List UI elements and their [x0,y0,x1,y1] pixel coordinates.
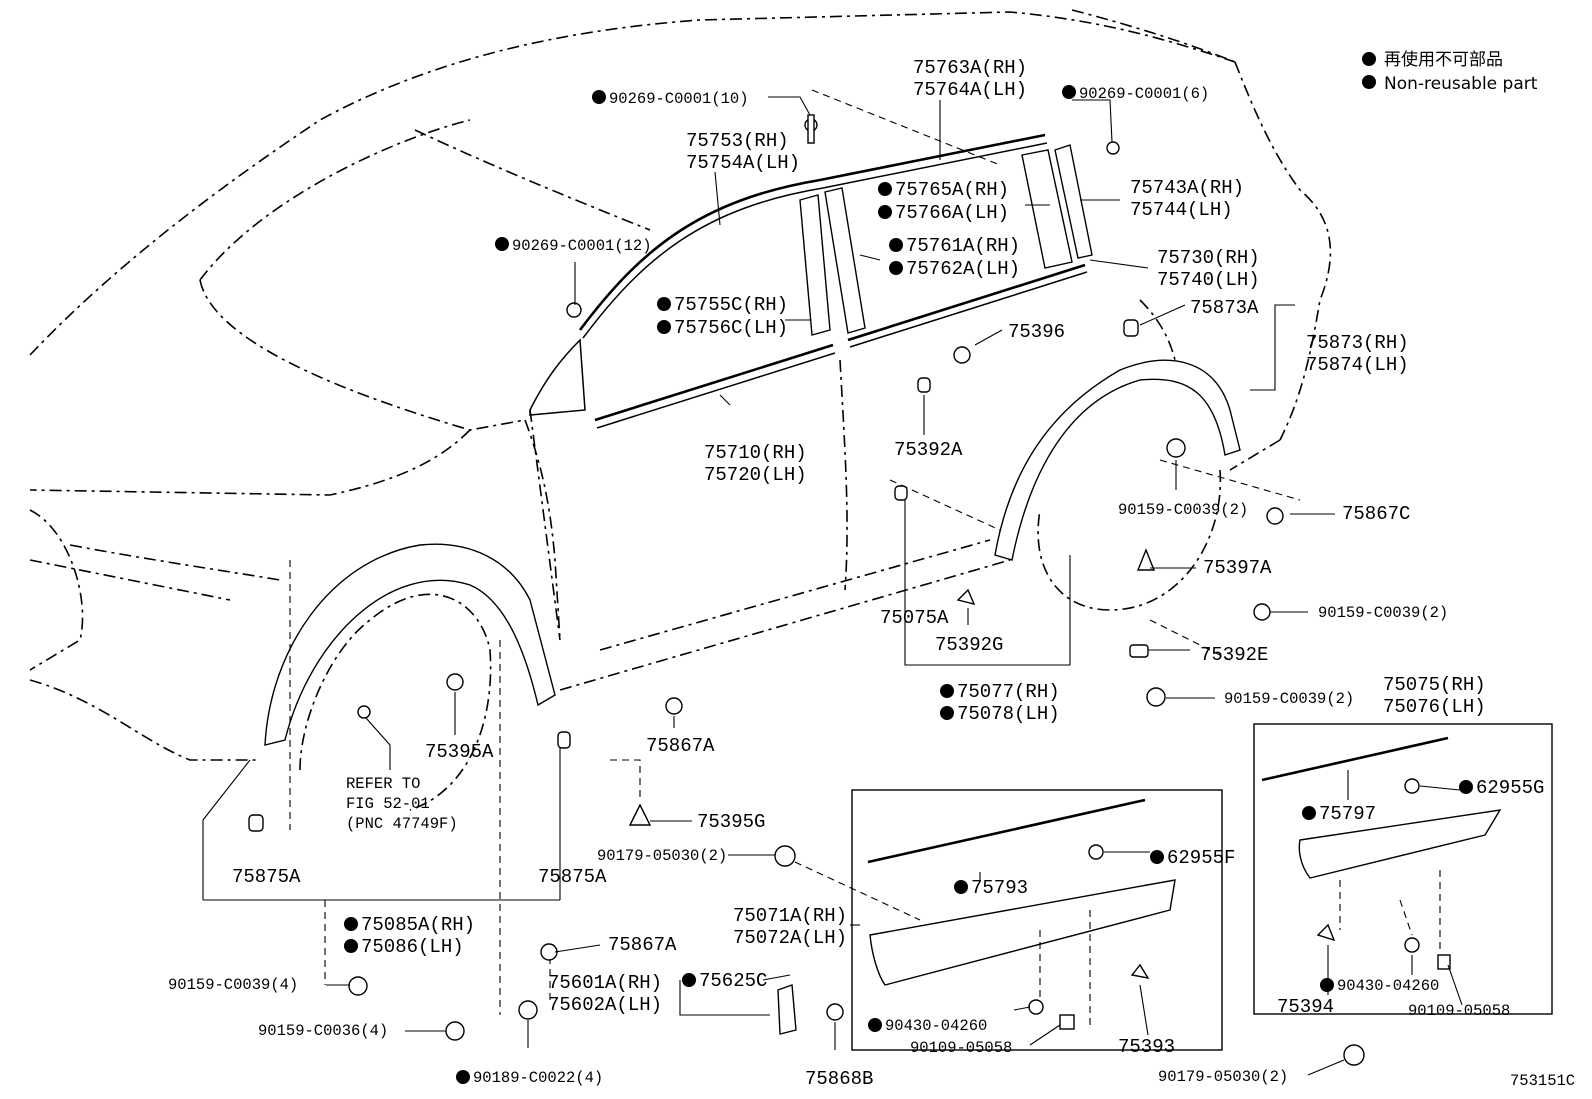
label-75867c: 75867C [1342,503,1410,525]
label-75396: 75396 [1008,321,1065,343]
label-90159-c0036-4: 90159-C0036(4) [258,1022,388,1040]
belt-molding-rear [847,263,1086,342]
label-75393: 75393 [1118,1036,1175,1058]
rocker-molding-main [869,879,1176,986]
label-refer-line1: REFER TO [346,775,420,793]
label-75797: 75797 [1319,803,1376,825]
quarter-window-molding [1054,144,1093,259]
label-75762a: 75762A(LH) [906,258,1020,280]
label-75761a: 75761A(RH) [906,235,1020,257]
label-62955f: 62955F [1167,847,1235,869]
label-75766a: 75766A(LH) [895,202,1009,224]
belt-molding-front [594,343,834,422]
wheel-arch-moldings [264,359,1241,746]
label-90430-04260-mid: 90430-04260 [885,1017,987,1035]
label-75740: 75740(LH) [1157,269,1260,291]
label-75392e: 75392E [1200,644,1268,666]
detail-box-middle [851,789,1223,1051]
label-75720: 75720(LH) [704,464,807,486]
callout-labels: 90269-C0001(10) 75763A(RH) 75764A(LH) 90… [168,57,1544,1090]
label-90430-04260-right: 90430-04260 [1337,977,1439,995]
label-75077: 75077(RH) [957,681,1060,703]
label-75755c: 75755C(RH) [674,294,788,316]
label-90269-c0001-10: 90269-C0001(10) [609,90,749,108]
label-90159-c0039-2-c: 90159-C0039(2) [1224,690,1354,708]
label-90179-05030-2-bottom: 90179-05030(2) [1158,1068,1288,1086]
label-75071a: 75071A(RH) [733,905,847,927]
label-75625c: 75625C [699,970,767,992]
label-75764a: 75764A(LH) [913,79,1027,101]
label-75763a: 75763A(RH) [913,57,1027,79]
label-75753: 75753(RH) [686,130,789,152]
label-75075: 75075(RH) [1383,674,1486,696]
label-75793: 75793 [971,877,1028,899]
rocker-molding-strip-75793 [867,798,1146,864]
legend-line2: Non-reusable part [1384,74,1538,94]
vehicle-outline [29,9,1332,811]
label-75394: 75394 [1277,996,1334,1018]
label-75085a: 75085A(RH) [361,914,475,936]
label-75875a-right: 75875A [538,866,607,888]
label-90109-05058-mid: 90109-05058 [910,1039,1012,1057]
label-75873a: 75873A [1190,297,1259,319]
label-75602a: 75602A(LH) [548,994,662,1016]
label-90159-c0039-2-b: 90159-C0039(2) [1318,604,1448,622]
rocker-panels [851,723,1553,1051]
label-75875a-left: 75875A [232,866,301,888]
label-75710: 75710(RH) [704,442,807,464]
label-90159-c0039-4: 90159-C0039(4) [168,976,298,994]
pillar-garnish-mid [824,187,866,334]
label-75867a-bottom: 75867A [608,934,677,956]
roof-drip-molding [578,133,1046,331]
label-refer-line2: FIG 52-01 [346,795,430,813]
rocker-molding-rear [1298,809,1502,879]
fasteners [248,114,1451,1066]
label-90269-c0001-12: 90269-C0001(12) [512,237,652,255]
rear-wheel-arch-molding [994,359,1241,561]
label-75873: 75873(RH) [1306,332,1409,354]
pillar-garnish-rear [1021,149,1073,269]
label-75765a: 75765A(RH) [895,179,1009,201]
figure-code: 753151C [1510,1072,1575,1090]
label-75075a: 75075A [880,607,949,629]
front-wheel-arch-molding [264,543,556,746]
label-75868b: 75868B [805,1068,873,1090]
legend: 再使用不可部品 Non-reusable part [1362,49,1538,94]
label-75601a: 75601A(RH) [548,972,662,994]
leader-lines [202,89,1463,1076]
label-refer-line3: (PNC 47749F) [346,815,458,833]
label-75743a: 75743A(RH) [1130,177,1244,199]
front-quarter-glass [529,338,586,416]
label-75076: 75076(LH) [1383,696,1486,718]
label-90189-c0022-4: 90189-C0022(4) [473,1069,603,1087]
label-75395g: 75395G [697,811,765,833]
label-75392g: 75392G [935,634,1003,656]
label-75756c: 75756C(LH) [674,317,788,339]
label-75874: 75874(LH) [1306,354,1409,376]
rocker-molding-strip-75797 [1261,736,1449,782]
detail-box-right [1253,723,1553,1015]
label-75072a: 75072A(LH) [733,927,847,949]
label-75078: 75078(LH) [957,703,1060,725]
label-90179-05030-2-mid: 90179-05030(2) [597,847,727,865]
label-75397a: 75397A [1203,557,1272,579]
pillar-garnish-front [799,194,831,336]
legend-line1: 再使用不可部品 [1384,49,1503,70]
label-75730: 75730(RH) [1157,247,1260,269]
label-75754a: 75754A(LH) [686,152,800,174]
label-75744: 75744(LH) [1130,199,1233,221]
label-90159-c0039-2-a: 90159-C0039(2) [1118,501,1248,519]
label-90109-05058-right: 90109-05058 [1408,1002,1510,1020]
label-90269-c0001-6: 90269-C0001(6) [1079,85,1209,103]
label-75392a: 75392A [894,439,963,461]
label-75086: 75086(LH) [361,936,464,958]
label-62955g: 62955G [1476,777,1544,799]
window-moldings [529,133,1093,429]
label-75867a-top: 75867A [646,735,715,757]
label-75395a: 75395A [425,741,494,763]
